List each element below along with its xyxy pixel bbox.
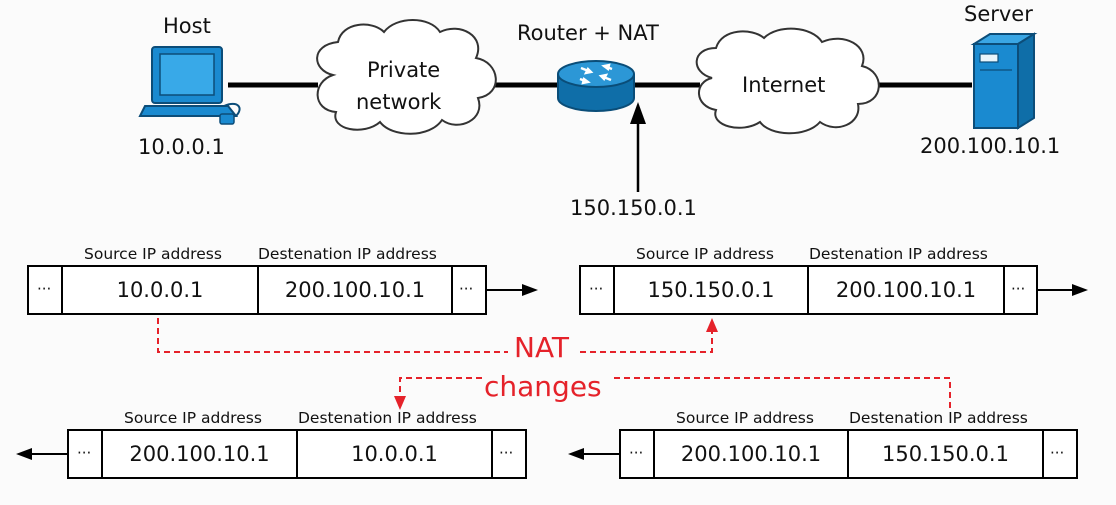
packet4-source-value: 200.100.10.1 — [680, 442, 822, 466]
packet1-source-value: 10.0.0.1 — [116, 278, 204, 302]
host-computer-icon — [138, 46, 241, 125]
packet-incoming-after — [67, 429, 527, 479]
host-address: 10.0.0.1 — [138, 135, 225, 159]
nat-arrowhead-up — [706, 318, 718, 332]
packet3-ellipsis-right: ··· — [499, 444, 514, 462]
packet2-ellipsis-left: ··· — [589, 280, 604, 298]
router-icon — [557, 60, 635, 112]
packet2-source-header: Source IP address — [636, 245, 774, 263]
router-label: Router + NAT — [517, 21, 659, 45]
packet-outgoing-after — [579, 265, 1038, 315]
packet-direction-arrows — [16, 284, 1088, 460]
packet4-dest-header: Destenation IP address — [849, 409, 1028, 427]
arrow-incoming-after — [16, 448, 68, 460]
nat-line-outgoing-right — [580, 332, 713, 353]
packet3-source-header: Source IP address — [124, 409, 262, 427]
packet2-dest-value: 200.100.10.1 — [835, 278, 977, 302]
server-icon — [970, 32, 1038, 130]
nat-change-lines — [157, 318, 951, 408]
nat-line-incoming-right — [610, 377, 951, 408]
packet2-source-value: 150.150.0.1 — [647, 278, 775, 302]
packet3-ellipsis-left: ··· — [77, 444, 92, 462]
packet1-ellipsis-left: ··· — [37, 280, 52, 298]
packet4-source-header: Source IP address — [676, 409, 814, 427]
private-network-label-line2: network — [356, 90, 442, 114]
packet2-dest-header: Destenation IP address — [809, 245, 988, 263]
packet1-source-header: Source IP address — [84, 245, 222, 263]
packet3-dest-value: 10.0.0.1 — [351, 442, 438, 466]
nat-line-incoming-left — [399, 377, 482, 398]
packet3-source-value: 200.100.10.1 — [129, 442, 270, 466]
packet1-ellipsis-right: ··· — [459, 280, 474, 298]
nat-annotation-line1: NAT — [514, 331, 570, 364]
packet3-dest-header: Destenation IP address — [298, 409, 477, 427]
packet1-dest-value: 200.100.10.1 — [284, 278, 426, 302]
nat-line-outgoing-left — [157, 318, 508, 353]
packet4-ellipsis-left: ··· — [629, 444, 644, 462]
packet1-dest-header: Destenation IP address — [258, 245, 437, 263]
arrow-outgoing-after — [1037, 284, 1088, 296]
nat-annotation-line2: changes — [484, 370, 602, 403]
packet-outgoing-before — [27, 265, 487, 315]
private-network-label-line1: Private — [367, 58, 441, 82]
arrow-incoming-before — [568, 448, 620, 460]
server-address: 200.100.10.1 — [920, 134, 1061, 158]
router-address-arrow — [630, 102, 646, 192]
internet-cloud — [695, 27, 880, 135]
private-network-cloud — [316, 19, 497, 135]
packet2-ellipsis-right: ··· — [1011, 280, 1026, 298]
packet4-ellipsis-right: ··· — [1050, 444, 1065, 462]
server-label: Server — [964, 2, 1033, 26]
nat-arrowheads — [394, 318, 718, 410]
router-external-address: 150.150.0.1 — [570, 196, 697, 220]
arrow-outgoing-before — [486, 284, 538, 296]
internet-label: Internet — [742, 73, 826, 97]
host-label: Host — [163, 14, 211, 38]
nat-arrowhead-down — [394, 396, 406, 410]
packet4-dest-value: 150.150.0.1 — [882, 442, 1009, 466]
